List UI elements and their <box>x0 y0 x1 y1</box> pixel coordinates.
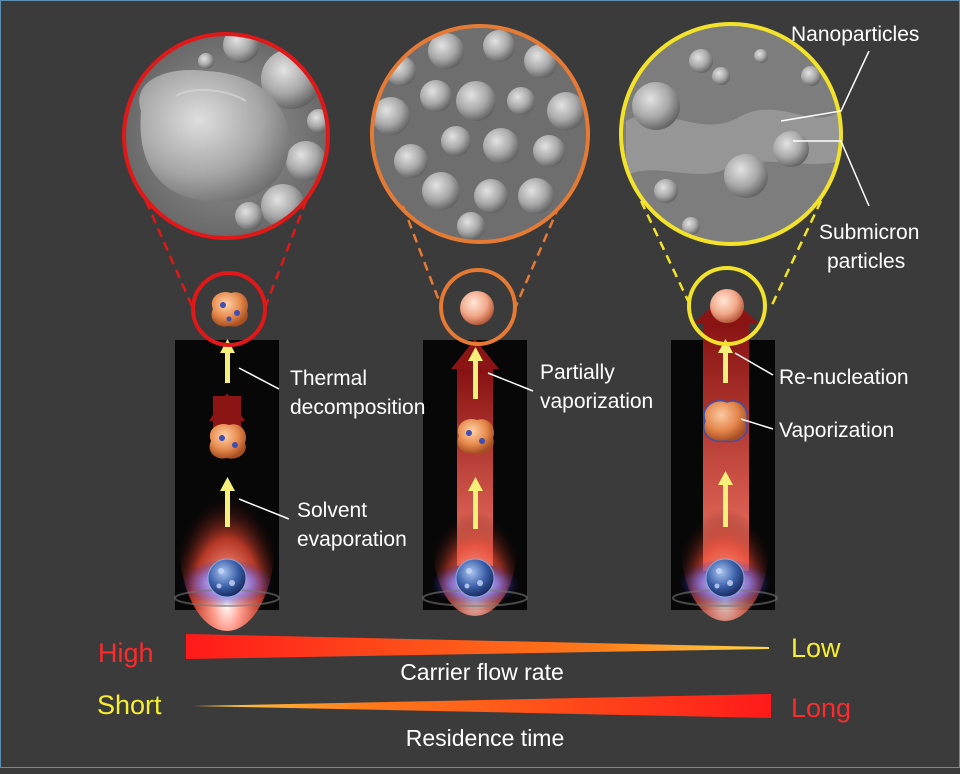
nanoparticles-label: Nanoparticles <box>791 23 919 46</box>
stage3-label: Re-nucleation <box>779 366 909 389</box>
stage1-lower-label: Solvent evaporation <box>297 499 407 551</box>
stage1-label: Thermal decomposition <box>290 367 425 419</box>
sem-image-3 <box>619 22 843 246</box>
arrow-up-icon <box>220 339 733 529</box>
stage3-lower-label: Vaporization <box>779 419 894 442</box>
sem-image-2 <box>370 24 590 244</box>
zoom-connectors <box>144 200 823 314</box>
sem-image-1 <box>122 32 330 240</box>
time-short-label: Short <box>97 690 162 720</box>
leader-lines <box>238 50 870 520</box>
stage2-label: Partially vaporization <box>540 361 653 413</box>
particle-icon <box>209 289 748 459</box>
flow-rate-bar <box>186 634 769 659</box>
droplet-icon <box>207 558 745 598</box>
flow-low-label: Low <box>791 633 841 663</box>
flow-caption: Carrier flow rate <box>400 659 564 685</box>
residence-time-bar <box>193 694 771 718</box>
flow-high-label: High <box>98 638 154 668</box>
time-long-label: Long <box>791 693 851 723</box>
time-caption: Residence time <box>406 725 565 751</box>
submicron-label: Submicron particles <box>819 221 925 273</box>
zoom-rings <box>191 266 767 347</box>
